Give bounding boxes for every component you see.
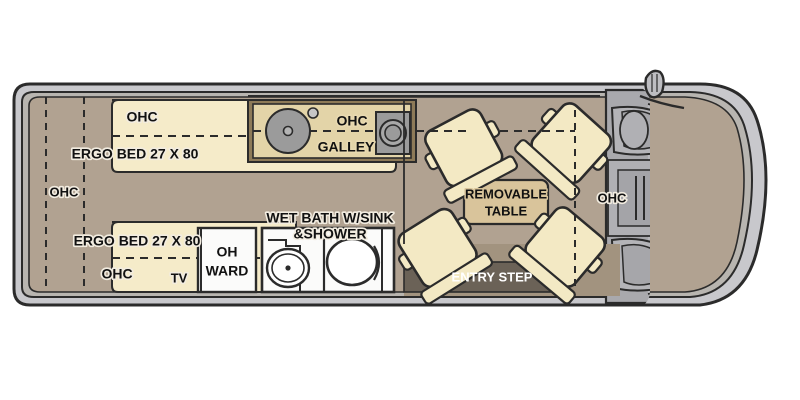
- wet-bath: [260, 226, 396, 294]
- toilet: [325, 237, 379, 287]
- label-oh-ward-line1: OH: [217, 244, 238, 260]
- bath-sink-drain: [285, 265, 291, 271]
- label-wet-bath-line1: WET BATH W/SINK: [266, 210, 393, 226]
- label-wet-bath-line2: &SHOWER: [293, 226, 366, 242]
- chair-upper-right: [514, 102, 613, 201]
- removable-table: [462, 178, 550, 226]
- chair-lower-right: [508, 206, 607, 305]
- side-mirror: [639, 69, 685, 110]
- driver-seat: [610, 105, 650, 156]
- label-oh-ward-line2: WARD: [206, 263, 249, 279]
- sink-drain: [282, 125, 294, 137]
- label-galley: GALLEY: [318, 139, 375, 155]
- passenger-seat: [610, 237, 650, 292]
- label-tv: TV: [171, 270, 188, 285]
- label-ohc-right: OHC: [598, 190, 628, 205]
- label-ohc-top-bed: OHC: [126, 109, 157, 125]
- chair-upper-left: [424, 108, 519, 204]
- label-entry-step: ENTRY STEP: [452, 269, 533, 284]
- chair-lower-left: [397, 207, 494, 305]
- label-ergo-bed-top: ERGO BED 27 X 80: [72, 146, 199, 162]
- overhead-wardrobe: [196, 226, 258, 294]
- galley-faucet: [307, 107, 319, 119]
- label-ergo-bed-bottom: ERGO BED 27 X 80: [74, 233, 201, 249]
- label-ohc-bottom-bed: OHC: [101, 266, 132, 282]
- label-ohc-left-mid: OHC: [50, 184, 80, 199]
- galley-counter: [247, 99, 417, 163]
- label-removable-table-line1: REMOVABLE: [465, 186, 547, 201]
- label-removable-table-line2: TABLE: [485, 203, 528, 218]
- label-layer: OHC ERGO BED 27 X 80 OHC ERGO BED 27 X 8…: [48, 107, 629, 287]
- label-galley-ohc: OHC: [336, 113, 367, 129]
- cab-area: [604, 88, 650, 305]
